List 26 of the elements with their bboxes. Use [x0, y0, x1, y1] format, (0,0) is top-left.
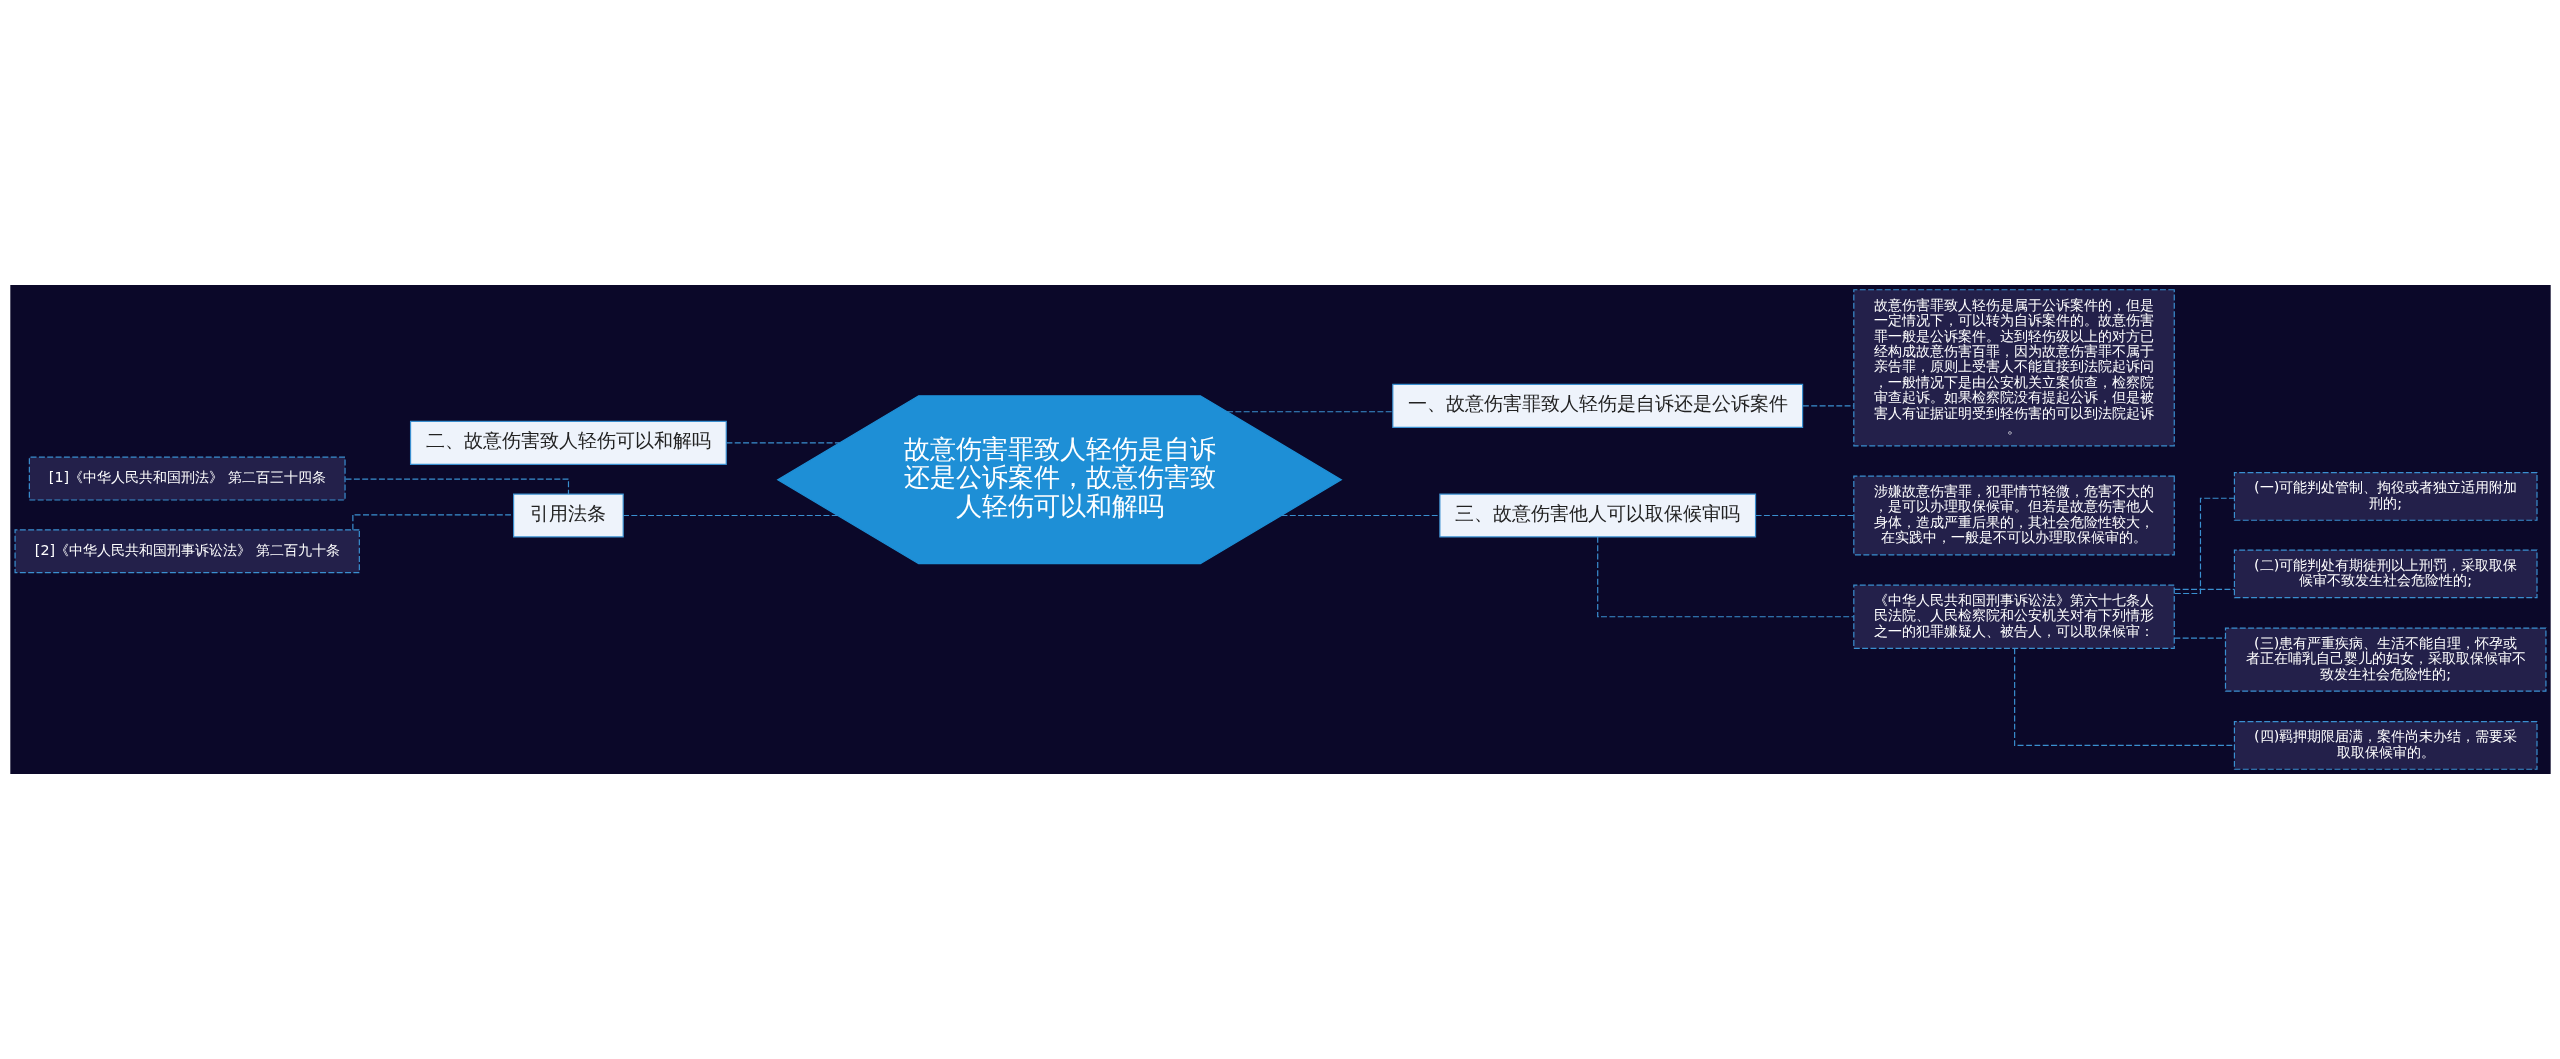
node-box: 引用法条: [512, 493, 624, 538]
connector: [1754, 514, 1854, 517]
node-box: (一)可能判处管制、拘役或者独立适用附加刑的;: [2233, 472, 2538, 521]
connector: [2173, 588, 2235, 590]
connector: [1226, 411, 1393, 413]
node-box: 二、故意伤害致人轻伤可以和解吗: [409, 420, 727, 465]
node-box: [1]《中华人民共和国刑法》 第二百三十四条: [28, 456, 346, 501]
connector: [1280, 514, 1440, 517]
connector: [1596, 536, 1854, 618]
connector: [622, 514, 838, 517]
node-box: 《中华人民共和国刑事诉讼法》第六十七条人民法院、人民检察院和公安机关对有下列情形之一的犯罪嫌疑人、被告人，可以取保候审：: [1852, 584, 2175, 649]
node-box: 故意伤害罪致人轻伤是属于公诉案件的，但是一定情况下，可以转为自诉案件的。故意伤害罪一般是公诉案件。达到轻伤级以上的对方已经构成故意伤害百罪，因为故意伤害罪不属于亲告罪，原则上受害人不能直接到法院起诉问，一般情况下是由公安机关立案侦查，检察院审查起诉。如果检察院没有提起公诉，但是被害人有证据证明受到轻伤害的可以到法院起诉。: [1852, 289, 2175, 447]
connector: [2173, 637, 2226, 639]
node-box: (三)患有严重疾病、生活不能自理，怀孕或者正在哺乳自己婴儿的妇女，采取取保候审不致发生社会危险性的;: [2224, 627, 2547, 692]
node-box: [2]《中华人民共和国刑事诉讼法》 第二百九十条: [13, 529, 360, 574]
node-box: 一、故意伤害罪致人轻伤是自诉还是公诉案件: [1391, 383, 1803, 428]
connector: [351, 514, 514, 531]
connector: [2013, 647, 2235, 746]
node-box: (二)可能判处有期徒刑以上刑罚，采取取保候审不致发生社会危险性的;: [2233, 549, 2538, 599]
connector: [1801, 405, 1854, 407]
node-box: (四)羁押期限届满，案件尚未办结，需要采取取保候审的。: [2233, 721, 2538, 770]
node-box: 涉嫌故意伤害罪，犯罪情节轻微，危害不大的，是可以办理取保候审。但若是故意伤害他人身体，造成严重后果的，其社会危险性较大，在实践中，一般是不可以办理取保候审的。: [1852, 475, 2175, 556]
connector: [725, 442, 840, 444]
node-box: 三、故意伤害他人可以取保候审吗: [1438, 493, 1756, 538]
connector: [2173, 497, 2235, 595]
connector: [344, 478, 569, 495]
